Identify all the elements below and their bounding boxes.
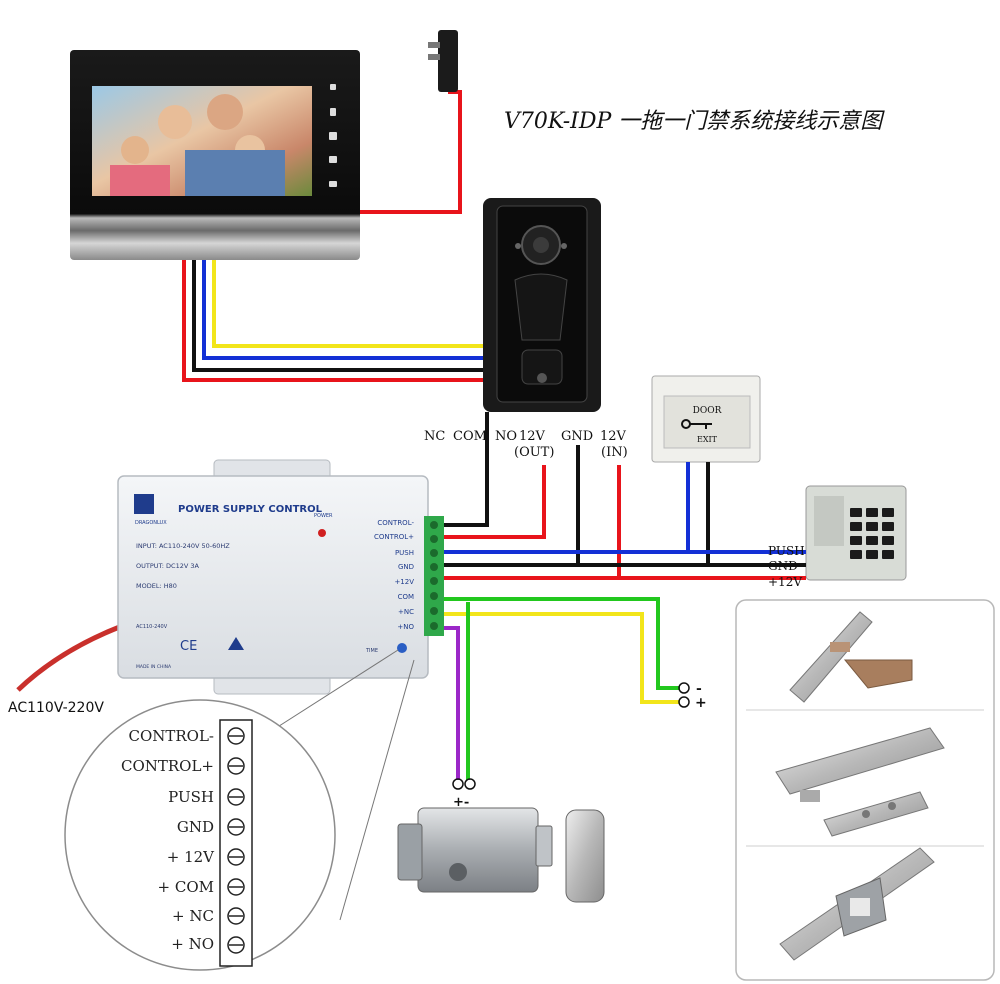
maglock-minus: -: [696, 681, 702, 697]
magnetic-lock: [789, 611, 913, 703]
label-12v-out: 12V: [519, 429, 546, 444]
exit-button-bottom: EXIT: [697, 435, 718, 444]
power-adapter: [428, 30, 458, 92]
brand-logo-icon: [134, 494, 154, 514]
label-gnd: GND: [561, 429, 593, 444]
lock-polarity: +-: [453, 795, 469, 810]
lock-icon: [329, 132, 337, 140]
psu-model: MODEL: H80: [136, 582, 177, 590]
electric-strike: [779, 847, 935, 961]
door-camera: [483, 198, 601, 412]
lock-options-panel: [735, 599, 995, 981]
key-icon: [690, 423, 712, 429]
psu-terminal-label: PUSH: [395, 549, 414, 557]
psu-input: INPUT: AC110-240V 50-60HZ: [136, 542, 230, 550]
lock-connector: +-: [452, 778, 476, 810]
speaker-icon: [330, 84, 336, 90]
menu-icon: [329, 181, 337, 187]
label-nc: NC: [424, 429, 445, 444]
exit-button: DOOR EXIT: [651, 375, 761, 463]
zoom-terminal-label: + 12V: [167, 848, 215, 866]
zoom-terminal-label: + NC: [172, 907, 214, 925]
zoom-terminal-label: CONTROL+: [121, 757, 214, 775]
psu-brand: DRAGONLUX: [135, 520, 167, 526]
electric-rim-lock: [397, 807, 605, 903]
rfid-icon: [537, 373, 547, 383]
diagram-title: V70K-IDP 一拖一门禁系统接线示意图: [504, 109, 885, 134]
mains-label: AC110V-220V: [8, 700, 104, 716]
ce-mark: CE: [180, 639, 197, 654]
label-no: NO: [495, 429, 517, 444]
maglock-plus: +: [695, 695, 707, 711]
zoom-terminal-label: GND: [177, 818, 214, 836]
phone-icon: [329, 156, 337, 163]
psu-terminal-label: +NC: [398, 608, 414, 616]
label-12v-keypad: +12V: [768, 575, 802, 589]
psu-made-in: MADE IN CHINA: [136, 664, 172, 670]
zoom-terminal-label: CONTROL-: [128, 727, 214, 745]
psu-terminal-label: GND: [398, 563, 414, 571]
maglock-connector: - +: [678, 681, 707, 711]
music-icon: [330, 108, 336, 116]
access-keypad: [805, 485, 907, 581]
label-in: (IN): [601, 445, 628, 460]
label-out: (OUT): [514, 445, 554, 460]
zoom-terminal-label: PUSH: [168, 788, 214, 806]
power-supply-box: DRAGONLUX POWER SUPPLY CONTROL POWER INP…: [117, 459, 444, 695]
electric-bolt-lock: [775, 727, 945, 837]
psu-rating: AC110-240V: [136, 624, 168, 630]
psu-terminal-label: CONTROL-: [377, 519, 414, 527]
terminal-zoom-callout: CONTROL- CONTROL+ PUSH GND + 12V + COM +…: [64, 649, 415, 971]
zoom-screw-icons: [227, 727, 245, 954]
time-knob-icon: [397, 643, 407, 653]
keypad-wire-labels: PUSH GND +12V: [768, 544, 805, 589]
indoor-monitor: [70, 50, 360, 260]
power-led-icon: [318, 529, 326, 537]
psu-time-label: TIME: [365, 648, 378, 654]
label-gnd-keypad: GND: [768, 559, 798, 573]
doorbell-terminal-labels: NC COM NO 12V (OUT) GND 12V (IN): [424, 429, 628, 460]
terminal-block: [424, 516, 444, 636]
psu-terminal-label: CONTROL+: [374, 533, 414, 541]
psu-power-label: POWER: [314, 513, 333, 519]
psu-output: OUTPUT: DC12V 3A: [136, 562, 199, 570]
exit-button-top: DOOR: [693, 406, 722, 416]
psu-terminal-label: COM: [398, 593, 414, 601]
keyhole-icon: [449, 863, 467, 881]
label-com: COM: [453, 429, 487, 444]
psu-title: POWER SUPPLY CONTROL: [178, 504, 323, 515]
label-push: PUSH: [768, 544, 805, 558]
zoom-terminal-label: + NO: [171, 935, 214, 953]
controller-wires: [16, 412, 806, 780]
label-12v-in: 12V: [600, 429, 627, 444]
psu-terminal-label: +12V: [394, 578, 414, 586]
zoom-terminal-label: + COM: [158, 878, 214, 896]
warning-icon: [228, 637, 244, 650]
psu-terminal-label: +NO: [397, 623, 414, 631]
psu-terminal-labels: CONTROL- CONTROL+ PUSH GND +12V COM +NC …: [374, 519, 415, 631]
zoom-terminal-labels: CONTROL- CONTROL+ PUSH GND + 12V + COM +…: [121, 727, 215, 953]
